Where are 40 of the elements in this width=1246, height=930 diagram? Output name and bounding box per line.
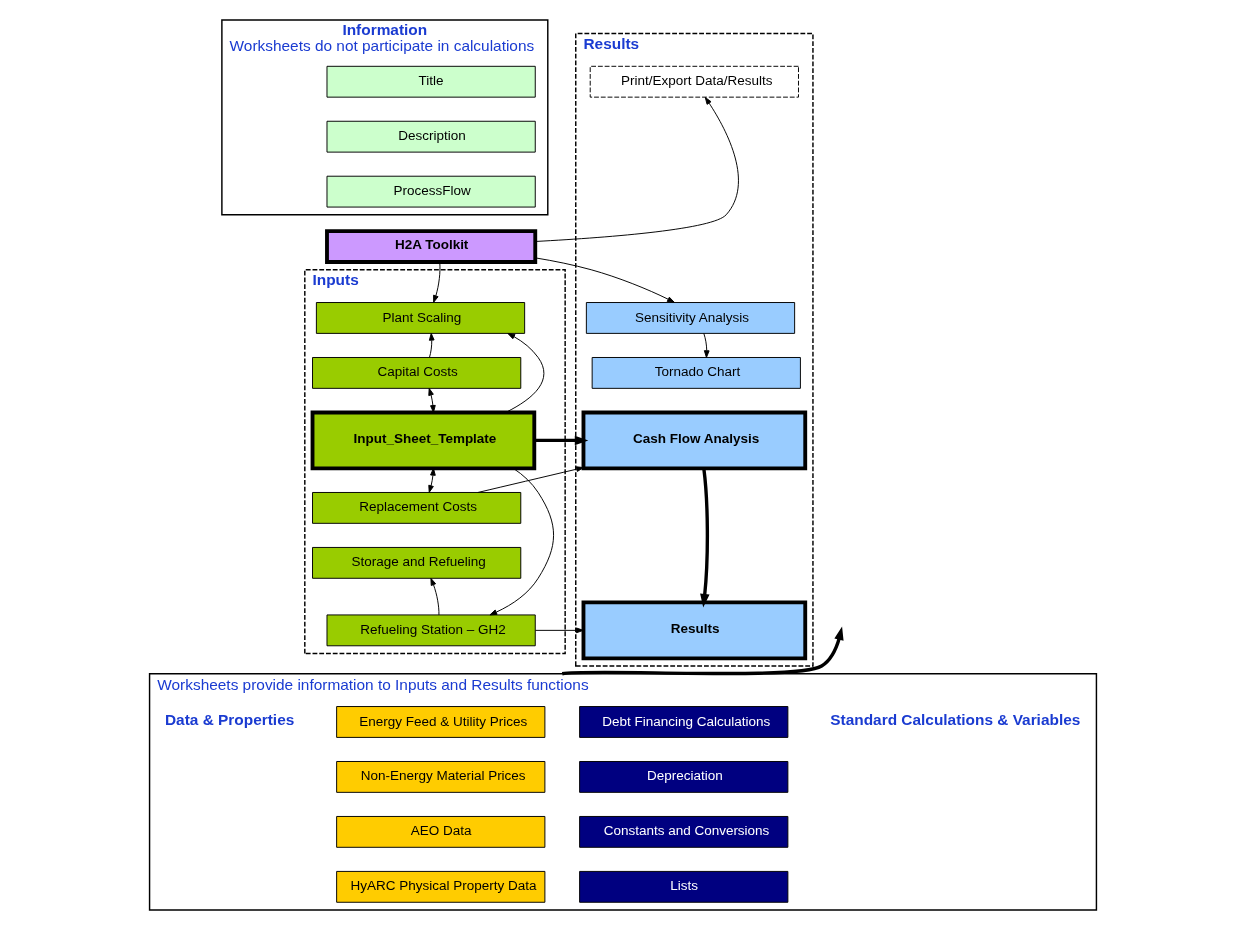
node-box: ProcessFlow [326,175,536,208]
node-box: Cash Flow Analysis [581,410,808,471]
node-box: Energy Feed & Utility Prices [336,706,546,738]
arrow [489,468,555,616]
node-box: Non-Energy Material Prices [336,761,546,793]
arrow [477,466,584,493]
node-box: Storage and Refueling [312,546,522,579]
node-box: Results [581,600,808,661]
label: Standard Calculations & Variables [830,710,1081,728]
node-box: Refueling Station – GH2 [326,614,536,647]
arrow [428,332,435,358]
node-box: Replacement Costs [312,492,522,524]
arrow [428,467,436,493]
arrow [433,261,441,303]
node-box: H2A Toolkit [325,229,538,264]
node-box: Description [326,120,536,153]
arrow [535,96,739,242]
node-box: Constants and Conversions [579,816,789,848]
label: Data & Properties [165,710,295,728]
arrow [703,332,710,358]
node-box: Debt Financing Calculations [579,706,789,738]
arrow [562,626,844,676]
arrow [534,435,589,446]
node-box: Sensitivity Analysis [585,302,796,334]
node-box: Print/Export Data/Results [589,65,799,98]
node-box: HyARC Physical Property Data [336,870,546,903]
arrow [535,627,584,634]
arrow [535,257,675,303]
arrow [700,468,710,608]
node-box: Plant Scaling [315,302,526,334]
node-box: Title [326,65,536,98]
node-box: Depreciation [579,761,789,793]
node-box: Capital Costs [312,357,522,389]
arrow [430,577,440,616]
node-box: AEO Data [336,816,546,848]
node-box: Lists [579,870,789,903]
arrow [505,333,545,413]
node-box: Input_Sheet_Template [310,410,537,471]
node-box: Tornado Chart [591,357,801,389]
arrow [428,387,436,413]
